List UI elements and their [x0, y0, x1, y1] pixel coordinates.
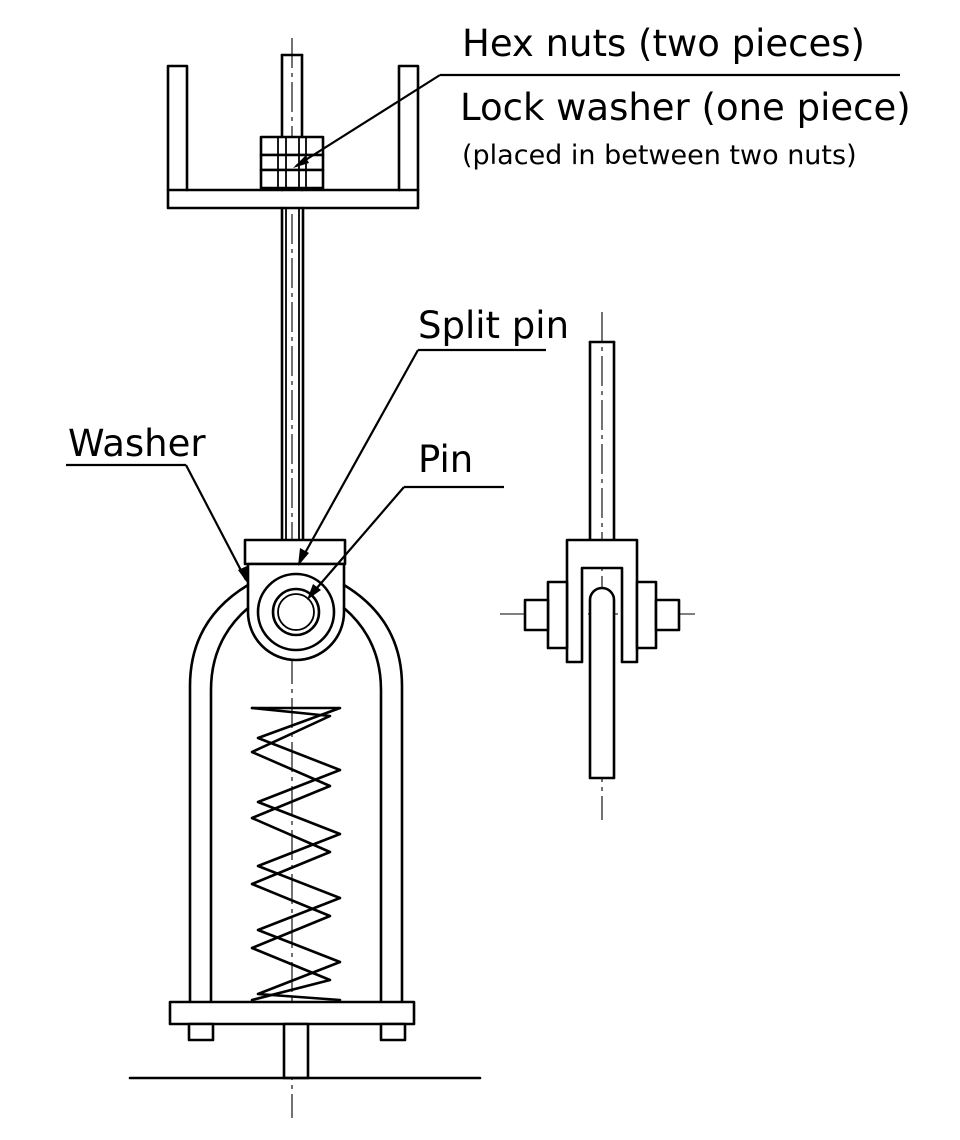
side-view [523, 340, 681, 780]
leader-washer [66, 463, 248, 584]
leader-split-pin [298, 348, 546, 566]
label-placement-note: (placed in between two nuts) [462, 140, 857, 171]
hex-nuts-stack [259, 135, 325, 190]
leader-hex-nuts [293, 73, 900, 168]
side-clevis [565, 538, 639, 664]
label-split-pin: Split pin [418, 304, 569, 347]
upper-bracket [166, 64, 420, 210]
label-washer: Washer [68, 422, 206, 465]
pin-circle [271, 587, 321, 637]
leader-pin [307, 485, 504, 600]
threaded-rod [280, 53, 305, 542]
clevis-block [243, 538, 347, 662]
coil-spring [250, 706, 342, 1002]
u-strap [188, 583, 404, 1004]
washer-ring [256, 572, 336, 652]
bottom-plate [128, 1000, 482, 1080]
label-hex-nuts: Hex nuts (two pieces) [462, 22, 865, 65]
side-strap [588, 586, 616, 780]
label-pin: Pin [418, 438, 473, 481]
label-lock-washer: Lock washer (one piece) [460, 86, 911, 129]
